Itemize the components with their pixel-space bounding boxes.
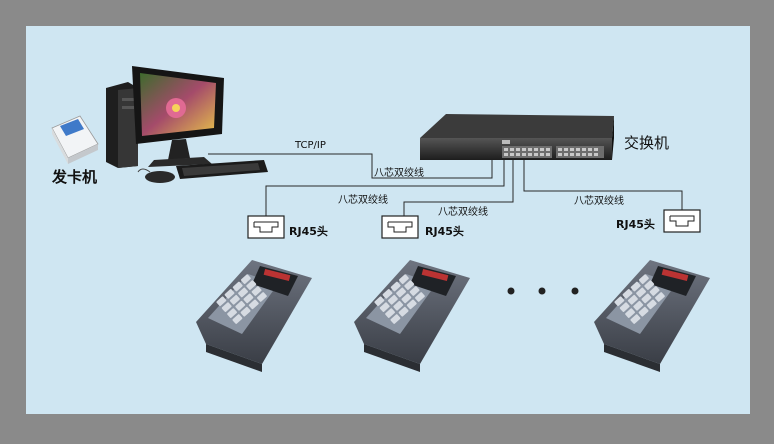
card-terminal-icon-3 [594, 260, 710, 372]
network-switch-icon [420, 114, 614, 160]
more-terminals-dots [507, 287, 579, 295]
monitor-icon [132, 66, 224, 167]
right-cable-line [523, 160, 683, 210]
keyboard-icon [176, 160, 268, 179]
card-issuer-label: 发卡机 [52, 168, 98, 186]
mouse-icon [137, 168, 175, 183]
rj45-jack-icon-1 [247, 215, 285, 239]
rj45-label-3: RJ45头 [616, 218, 655, 231]
pc-to-switch-line [208, 153, 493, 179]
rj45-label-2: RJ45头 [425, 225, 464, 238]
pc-tower-icon [106, 82, 138, 168]
rj45-jack-icon-2 [381, 215, 419, 239]
tcp-ip-label: TCP/IP [295, 140, 326, 151]
card-issuer-icon [51, 115, 99, 164]
left-cable-line [265, 160, 505, 216]
cable-label-right: 八芯双绞线 [574, 196, 624, 207]
network-diagram: 发卡机 交换机 TCP/IP 八芯双绞线 八芯双绞线 八芯双绞线 八芯双绞线 R… [26, 26, 750, 414]
cable-lines [208, 153, 683, 216]
cable-label-top: 八芯双绞线 [374, 168, 424, 179]
switch-label: 交换机 [624, 134, 670, 152]
rj45-label-1: RJ45头 [289, 225, 328, 238]
rj45-jack-icon-3 [663, 209, 701, 233]
mid-cable-line [403, 160, 514, 216]
card-terminal-icon-1 [196, 260, 312, 372]
diagram-drawing [51, 66, 710, 372]
card-terminal-icon-2 [354, 260, 470, 372]
cable-label-left: 八芯双绞线 [338, 195, 388, 206]
cable-label-mid: 八芯双绞线 [438, 207, 488, 218]
